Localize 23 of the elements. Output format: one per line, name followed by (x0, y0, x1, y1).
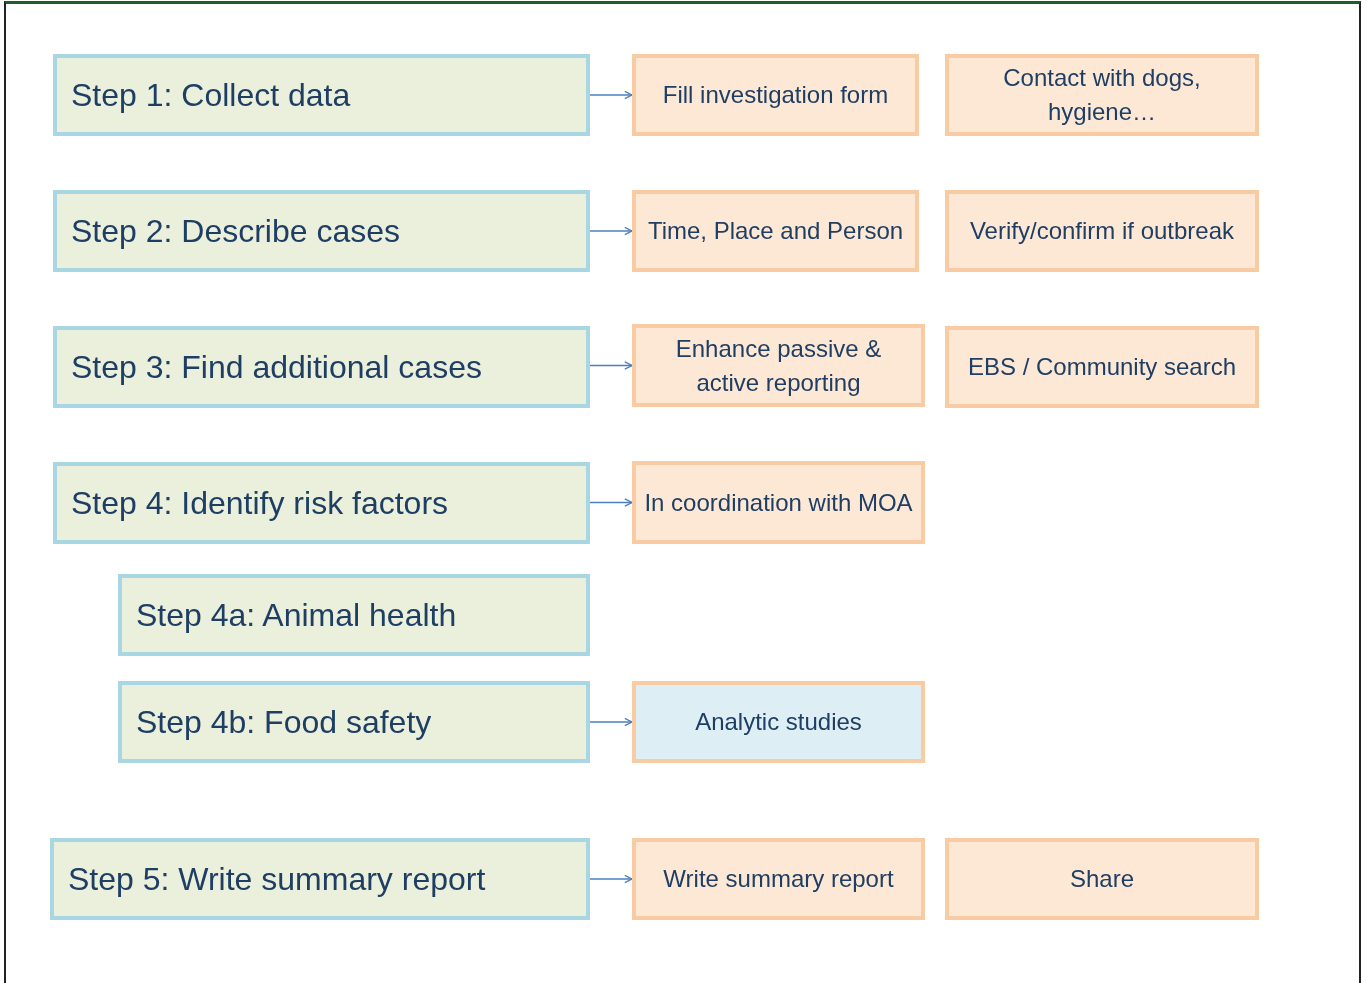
step-box: Step 2: Describe cases (53, 190, 590, 272)
step-box: Step 4a: Animal health (118, 574, 590, 656)
detail-box: Time, Place and Person (632, 190, 919, 272)
detail-box: Write summary report (632, 838, 925, 920)
arrow (589, 361, 633, 370)
detail-box: In coordination with MOA (632, 461, 925, 544)
detail-box: Enhance passive & active reporting (632, 324, 925, 407)
detail-box: Analytic studies (632, 681, 925, 763)
detail-box: Fill investigation form (632, 54, 919, 136)
detail-box: EBS / Community search (945, 326, 1259, 408)
step-box: Step 3: Find additional cases (53, 326, 590, 408)
arrow (589, 498, 633, 507)
detail-box: Verify/confirm if outbreak (945, 190, 1259, 272)
step-box: Step 5: Write summary report (50, 838, 590, 920)
arrow (589, 874, 633, 884)
detail-box: Contact with dogs, hygiene… (945, 54, 1259, 136)
step-box: Step 4b: Food safety (118, 681, 590, 763)
step-box: Step 4: Identify risk factors (53, 462, 590, 544)
step-box: Step 1: Collect data (53, 54, 590, 136)
arrow (589, 226, 633, 236)
arrow (589, 717, 633, 727)
detail-box: Share (945, 838, 1259, 920)
arrow (589, 90, 633, 100)
